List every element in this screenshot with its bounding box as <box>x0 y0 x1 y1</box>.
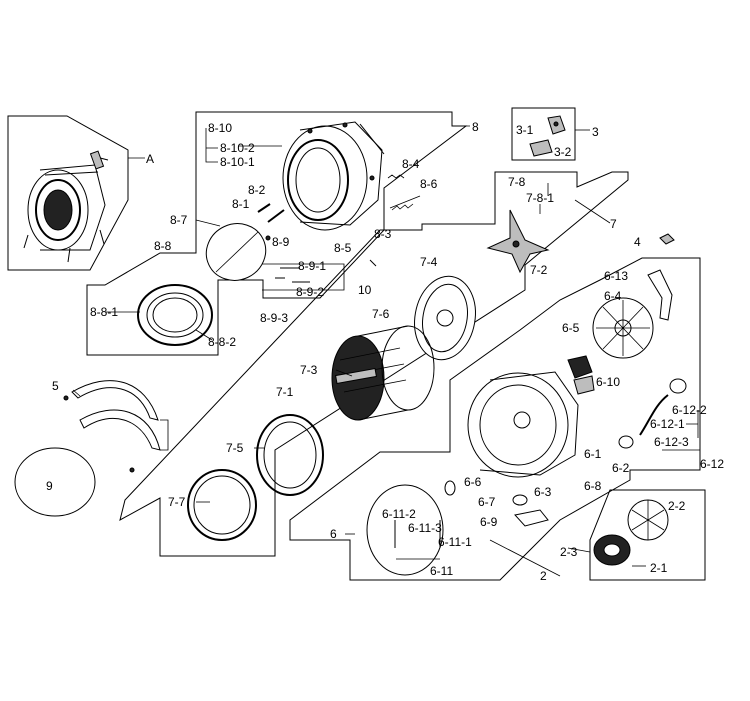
label-6-9: 6-9 <box>480 515 498 529</box>
label-6-2: 6-2 <box>612 461 630 475</box>
label-7-3: 7-3 <box>300 363 318 377</box>
label-8-4: 8-4 <box>402 157 420 171</box>
label-7-4: 7-4 <box>420 255 438 269</box>
sub-parts-3 <box>529 115 566 157</box>
label-8-7: 8-7 <box>170 213 188 227</box>
label-6-12-2: 6-12-2 <box>672 403 707 417</box>
label-8-9: 8-9 <box>272 235 290 249</box>
group-3-frame <box>511 107 576 161</box>
label-6-1: 6-1 <box>584 447 602 461</box>
label-5: 5 <box>52 379 59 393</box>
label-6-11: 6-11 <box>430 564 453 578</box>
label-8: 8 <box>472 120 479 134</box>
label-8-9-1: 8-9-1 <box>298 259 326 273</box>
label-7-8-1: 7-8-1 <box>526 191 554 205</box>
label-6-12: 6-12 <box>700 457 724 471</box>
group-6-frame <box>289 257 701 581</box>
label-3-2: 3-2 <box>554 145 572 159</box>
label-2-2: 2-2 <box>668 499 686 513</box>
label-8-9-2: 8-9-2 <box>296 285 324 299</box>
leader-lines <box>72 125 700 577</box>
sub-parts-8 <box>137 174 421 346</box>
label-3-1: 3-1 <box>516 123 534 137</box>
label-7-1: 7-1 <box>276 385 294 399</box>
label-6-8: 6-8 <box>584 479 602 493</box>
label-8-9-3: 8-9-3 <box>260 311 288 325</box>
label-7-6: 7-6 <box>372 307 390 321</box>
inset-a-frame <box>7 115 129 271</box>
label-10: 10 <box>358 283 372 297</box>
label-6-11-3: 6-11-3 <box>408 521 442 535</box>
label-6-7: 6-7 <box>478 495 496 509</box>
label-8-10-2: 8-10-2 <box>220 141 255 155</box>
group-7-frame <box>119 171 629 557</box>
label-A: A <box>146 152 154 166</box>
label-2: 2 <box>540 569 547 583</box>
label-8-8-2: 8-8-2 <box>208 335 236 349</box>
label-7: 7 <box>610 217 617 231</box>
part-labels: A 8 8-10 8-10-2 8-10-1 8-4 8-6 8-2 8-1 8… <box>46 120 724 583</box>
label-7-8: 7-8 <box>508 175 526 189</box>
label-6-12-3: 6-12-3 <box>654 435 689 449</box>
motor-illustration <box>593 499 669 566</box>
label-6-12-1: 6-12-1 <box>650 417 685 431</box>
sub-parts-5-9 <box>14 380 161 517</box>
group-8-9-bracket <box>262 263 345 291</box>
label-8-5: 8-5 <box>334 241 352 255</box>
label-8-3: 8-3 <box>374 227 392 241</box>
label-6-4: 6-4 <box>604 289 622 303</box>
label-6-3: 6-3 <box>534 485 552 499</box>
inner-drum-illustration <box>187 204 550 541</box>
label-4: 4 <box>634 235 641 249</box>
label-7-5: 7-5 <box>226 441 244 455</box>
label-6-10: 6-10 <box>596 375 620 389</box>
label-8-8-1: 8-8-1 <box>90 305 118 319</box>
label-6: 6 <box>330 527 337 541</box>
label-8-8: 8-8 <box>154 239 172 253</box>
tub-rear-illustration <box>366 233 687 576</box>
label-8-6: 8-6 <box>420 177 438 191</box>
label-7-2: 7-2 <box>530 263 548 277</box>
label-8-10-1: 8-10-1 <box>220 155 255 169</box>
label-6-11-2: 6-11-2 <box>382 507 416 521</box>
label-8-10: 8-10 <box>208 121 232 135</box>
group-2-frame <box>589 489 706 581</box>
tub-front-illustration <box>282 121 385 231</box>
label-6-6: 6-6 <box>464 475 482 489</box>
label-3: 3 <box>592 125 599 139</box>
label-2-3: 2-3 <box>560 545 578 559</box>
label-8-1: 8-1 <box>232 197 250 211</box>
label-6-5: 6-5 <box>562 321 580 335</box>
label-6-13: 6-13 <box>604 269 628 283</box>
assembled-drum-illustration <box>23 150 109 263</box>
label-9: 9 <box>46 479 53 493</box>
label-2-1: 2-1 <box>650 561 668 575</box>
label-7-7: 7-7 <box>168 495 186 509</box>
label-8-2: 8-2 <box>248 183 266 197</box>
label-6-11-1: 6-11-1 <box>438 535 472 549</box>
